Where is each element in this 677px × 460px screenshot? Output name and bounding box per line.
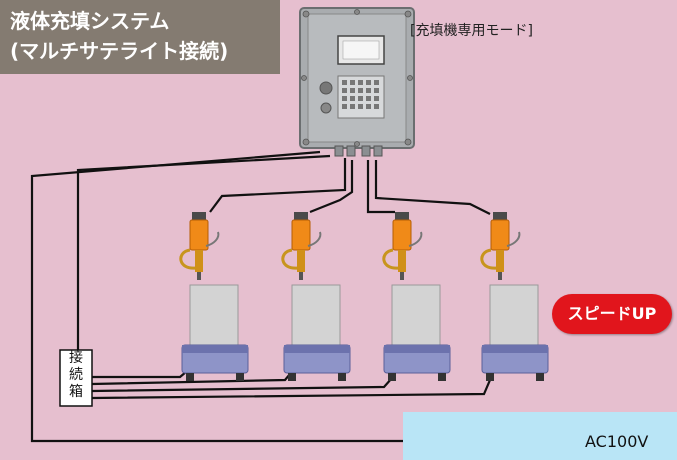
- nozzle-cable-1: [209, 158, 347, 213]
- junction-box-char-2: 続: [69, 367, 83, 383]
- title-line-1: 液体充填システム: [10, 9, 170, 33]
- title-line-2: (マルチサテライト接続): [10, 39, 229, 63]
- junction-box-char-3: 箱: [69, 384, 83, 400]
- title-banner: 液体充填システム (マルチサテライト接続): [0, 0, 280, 74]
- junction-box: [59, 349, 93, 407]
- mode-label: [充填機専用モード]: [410, 23, 533, 39]
- nozzle-cable-3: [366, 160, 395, 214]
- power-supply-label: AC100V: [585, 432, 649, 451]
- filling-nozzle: [179, 212, 220, 280]
- weighing-station: [481, 284, 549, 381]
- filling-nozzle: [480, 212, 521, 280]
- speed-up-badge: スピードUP: [552, 294, 672, 334]
- jbox-cable-4: [91, 379, 492, 400]
- weighing-station: [383, 284, 451, 381]
- junction-box-char-1: 接: [69, 350, 83, 366]
- nozzle-cable-2: [309, 160, 354, 214]
- filling-nozzle: [382, 212, 423, 280]
- nozzle-cable-4: [374, 160, 491, 215]
- weighing-station: [283, 284, 351, 381]
- jbox-cable: [76, 154, 331, 350]
- power-supply-panel: [403, 412, 677, 460]
- controller-cabinet: [299, 7, 415, 157]
- filling-nozzles: [179, 212, 521, 280]
- cable-group: [30, 150, 548, 443]
- jbox-cable-1: [92, 371, 187, 379]
- weighing-station: [181, 284, 249, 381]
- weighing-stations: [181, 284, 549, 381]
- filling-nozzle: [281, 212, 322, 280]
- junction-box-label: 接 続 箱: [60, 350, 92, 404]
